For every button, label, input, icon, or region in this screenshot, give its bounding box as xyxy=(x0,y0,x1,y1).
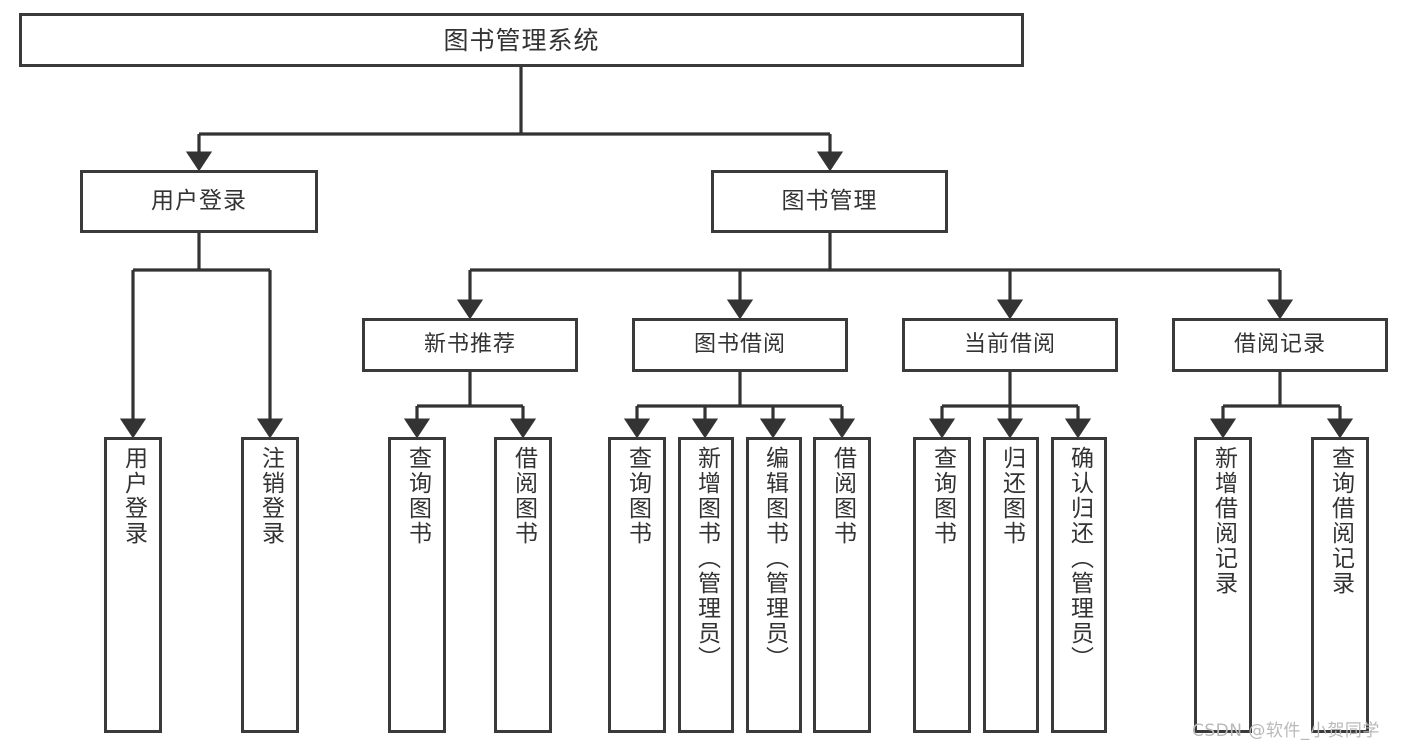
node-leaf-confirm-return-admin-label: 确认归还（管理员） xyxy=(1066,446,1093,671)
node-leaf-query-borrow-record-label: 查询借阅记录 xyxy=(1327,446,1354,596)
node-leaf-query-book-1-label: 查询图书 xyxy=(404,446,431,546)
node-leaf-borrow-book-2-label: 借阅图书 xyxy=(829,446,856,546)
node-leaf-query-book-3-label: 查询图书 xyxy=(929,446,956,546)
node-new-book-recommend[interactable]: 新书推荐 xyxy=(362,318,578,372)
node-book-borrow-label: 图书借阅 xyxy=(693,332,786,358)
node-leaf-add-borrow-record-label: 新增借阅记录 xyxy=(1210,446,1237,596)
node-leaf-logout-login-label: 注销登录 xyxy=(257,446,284,546)
node-leaf-add-book-admin[interactable]: 新增图书（管理员） xyxy=(678,437,734,733)
node-new-book-recommend-label: 新书推荐 xyxy=(423,332,516,358)
node-leaf-borrow-book-1-label: 借阅图书 xyxy=(510,446,537,546)
csdn-watermark: CSDN @软件_小贺同学 xyxy=(1192,721,1380,741)
node-leaf-query-borrow-record[interactable]: 查询借阅记录 xyxy=(1311,437,1369,733)
node-leaf-query-book-2[interactable]: 查询图书 xyxy=(608,437,666,733)
node-book-management[interactable]: 图书管理 xyxy=(711,170,948,233)
node-root-system[interactable]: 图书管理系统 xyxy=(19,13,1024,67)
node-borrow-record-label: 借阅记录 xyxy=(1233,332,1326,358)
node-current-borrow-label: 当前借阅 xyxy=(963,332,1056,358)
node-leaf-edit-book-admin-label: 编辑图书（管理员） xyxy=(761,446,788,671)
node-leaf-logout-login[interactable]: 注销登录 xyxy=(241,437,299,733)
node-leaf-add-book-admin-label: 新增图书（管理员） xyxy=(693,446,720,671)
node-leaf-confirm-return-admin[interactable]: 确认归还（管理员） xyxy=(1051,437,1107,733)
node-book-borrow[interactable]: 图书借阅 xyxy=(632,318,848,372)
node-user-login-label: 用户登录 xyxy=(151,188,247,215)
node-leaf-borrow-book-2[interactable]: 借阅图书 xyxy=(813,437,871,733)
node-leaf-query-book-3[interactable]: 查询图书 xyxy=(913,437,971,733)
node-borrow-record[interactable]: 借阅记录 xyxy=(1172,318,1388,372)
node-leaf-return-book[interactable]: 归还图书 xyxy=(983,437,1039,733)
node-leaf-return-book-label: 归还图书 xyxy=(998,446,1025,546)
node-leaf-add-borrow-record[interactable]: 新增借阅记录 xyxy=(1194,437,1252,733)
node-current-borrow[interactable]: 当前借阅 xyxy=(902,318,1118,372)
node-user-login[interactable]: 用户登录 xyxy=(80,170,318,233)
node-root-label: 图书管理系统 xyxy=(443,25,600,55)
node-leaf-query-book-2-label: 查询图书 xyxy=(624,446,651,546)
node-leaf-user-login-label: 用户登录 xyxy=(120,446,147,546)
node-leaf-query-book-1[interactable]: 查询图书 xyxy=(388,437,446,733)
node-book-management-label: 图书管理 xyxy=(781,188,878,215)
node-leaf-user-login[interactable]: 用户登录 xyxy=(104,437,162,733)
node-leaf-borrow-book-1[interactable]: 借阅图书 xyxy=(494,437,552,733)
node-leaf-edit-book-admin[interactable]: 编辑图书（管理员） xyxy=(746,437,802,733)
